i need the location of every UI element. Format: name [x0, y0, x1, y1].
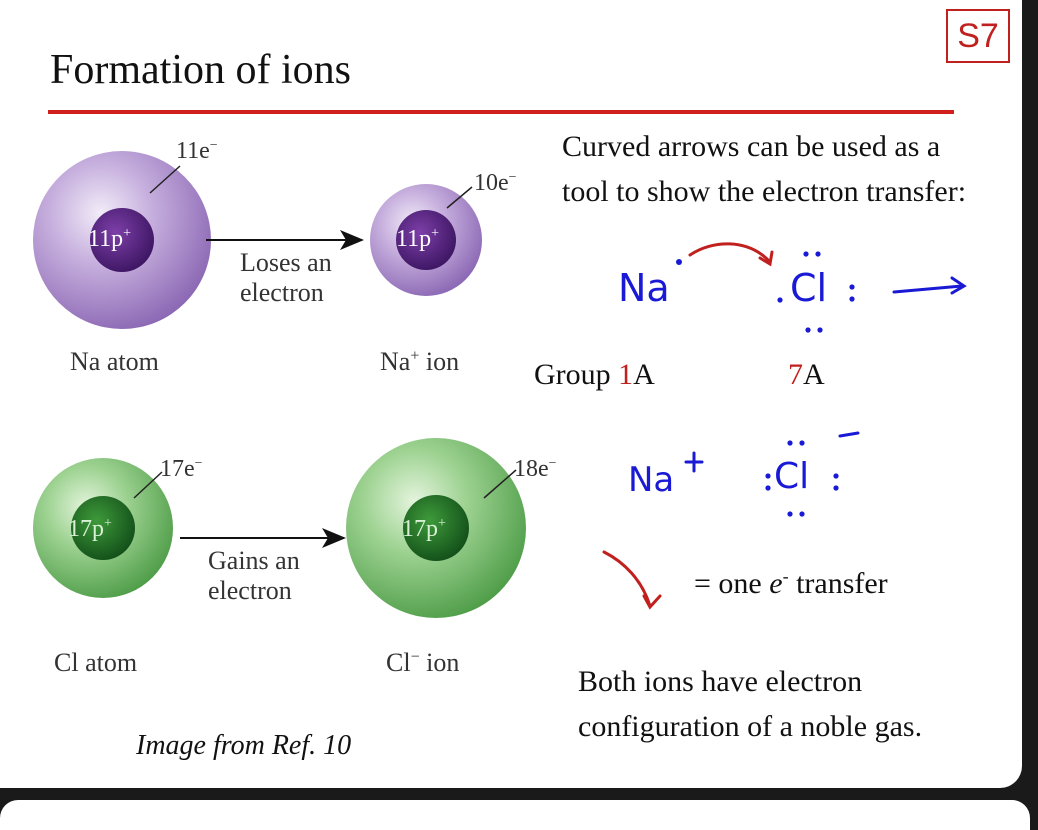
na-atom-nucleus [90, 208, 154, 272]
red-curved-arrow-transfer [688, 242, 774, 267]
handwritten-lewis-reaction [676, 251, 967, 333]
na-arrow-label-line2: electron [240, 278, 324, 307]
na-ion-proton-count: 11p+ [396, 226, 440, 252]
cl-ion-nucleus [403, 495, 469, 561]
cl-atom-electron-count: 17e− [160, 456, 203, 482]
cl-ion-caption: Cl− ion [386, 648, 460, 677]
handwritten-ion-products [684, 431, 860, 517]
handwritten-na: Na [618, 266, 670, 310]
slide-number-badge: S7 [946, 9, 1010, 63]
explanation-line2: tool to show the electron transfer: [562, 175, 967, 208]
explanation-line1: Curved arrows can be used as a [562, 130, 941, 163]
red-curved-arrow-legend [602, 550, 662, 610]
handwritten-cl-ion: Cl [774, 456, 810, 497]
na-atom-proton-count: 11p+ [88, 226, 132, 252]
cl-ion-leader [483, 469, 517, 499]
group-label-cl: 7A [788, 358, 825, 391]
na-atom-leader [149, 165, 181, 194]
na-ion-caption: Na+ ion [380, 347, 460, 376]
cl-arrow-label-line2: electron [208, 576, 292, 605]
na-ion-nucleus [396, 210, 456, 270]
group-label-na: Group 1A [534, 358, 655, 391]
na-atom-electron-count: 11e− [176, 138, 218, 164]
na-ion-electron-count: 10e− [474, 170, 517, 196]
cl-atom-nucleus [71, 496, 135, 560]
handwritten-cl: Cl [790, 266, 828, 310]
conclusion-line2: configuration of a noble gas. [578, 710, 923, 743]
na-atom-caption: Na atom [70, 347, 159, 376]
cl-ion-proton-count: 17p+ [402, 516, 446, 542]
cl-atom-caption: Cl atom [54, 648, 138, 677]
slide [0, 0, 1022, 788]
na-ion-leader [446, 186, 473, 209]
slide-title: Formation of ions [50, 47, 351, 93]
cl-atom-leader [133, 471, 163, 499]
title-underline [48, 110, 954, 114]
conclusion-line1: Both ions have electron [578, 665, 863, 698]
image-credit: Image from Ref. 10 [136, 730, 352, 761]
arrow-legend: = one e- transfer [694, 566, 888, 600]
cl-atom-proton-count: 17p+ [68, 516, 112, 542]
cl-arrow-label-line1: Gains an [208, 546, 300, 575]
na-arrow-label-line1: Loses an [240, 248, 332, 277]
cl-ion-electron-count: 18e− [514, 456, 557, 482]
handwritten-na-ion: Na [628, 460, 675, 500]
